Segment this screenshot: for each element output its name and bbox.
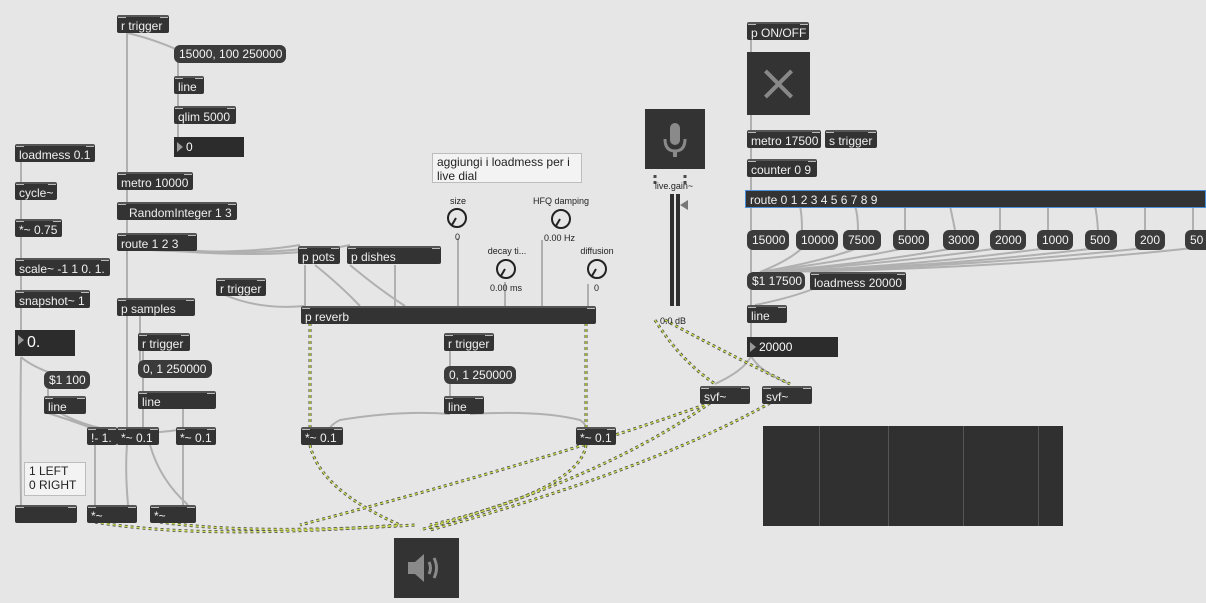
line-b[interactable]: line [444,396,484,414]
dial-hfq-label: HFQ damping [532,196,590,206]
freq-message-5[interactable]: 2000 [990,230,1026,250]
svf-left[interactable]: svf~ [700,386,750,404]
route-0-9[interactable]: route 0 1 2 3 4 5 6 7 8 9 [745,190,1206,208]
p-onoff[interactable]: p ON/OFF [747,22,809,40]
line-a[interactable]: line [138,391,216,409]
freq-message-3[interactable]: 5000 [893,230,929,250]
dac-mul-left[interactable]: *~ [87,505,137,523]
cycle-object[interactable]: cycle~ [15,182,57,200]
freq-message-2[interactable]: 7500 [843,230,881,250]
msg-17500[interactable]: $1 17500 [747,272,805,290]
p-samples[interactable]: p samples [117,298,195,316]
dial-size-label: size [449,196,466,206]
metro-10000[interactable]: metro 10000 [117,172,193,190]
live-gain-label: live.gain~ [654,181,694,191]
dial-size-value: 0 [455,232,461,242]
scale-object[interactable]: scale~ -1 1 0. 1. [15,258,110,276]
s-trigger[interactable]: s trigger [825,130,877,148]
number-box-right[interactable]: 20000 [747,337,838,357]
qlim-object[interactable]: qlim 5000 [174,106,236,124]
p-reverb[interactable]: p reverb [301,306,596,324]
microphone-icon [663,123,687,157]
dial-decay-value: 0.00 ms [490,283,523,293]
line-right[interactable]: line [747,305,787,323]
freq-message-1[interactable]: 10000 [796,230,838,250]
mul-01-a[interactable]: *~ 0.1 [117,427,159,445]
freq-message-6[interactable]: 1000 [1037,230,1073,250]
snapshot-object[interactable]: snapshot~ 1 [15,290,90,308]
live-gain-slider[interactable] [668,194,692,314]
dial-diffusion[interactable] [587,259,607,279]
line-left[interactable]: line [44,396,86,414]
spectroscope[interactable] [763,426,1063,526]
line-top[interactable]: line [174,76,204,94]
left-right-toggle[interactable] [15,505,77,523]
mul-01-b[interactable]: *~ 0.1 [176,427,216,445]
p-dishes[interactable]: p dishes [347,246,441,264]
mul-01-c[interactable]: *~ 0.1 [301,427,343,445]
r-trigger-b[interactable]: r trigger [444,333,494,351]
number-box-top[interactable]: 0 [174,137,244,157]
freq-message-9[interactable]: 50 [1185,230,1206,250]
on-off-toggle[interactable] [747,52,810,115]
freq-message-0[interactable]: 15000 [747,230,789,250]
dial-hfq[interactable] [551,209,571,229]
number-box-left[interactable]: 0. [15,330,75,356]
speaker-icon [408,554,438,582]
dial-size[interactable] [447,208,467,228]
range-message[interactable]: 15000, 100 250000 [174,45,286,63]
freq-message-4[interactable]: 3000 [943,230,979,250]
dial-hfq-value: 0.00 Hz [544,233,576,243]
msg-100[interactable]: $1 100 [44,371,90,389]
random-integer[interactable]: RandomInteger 1 3 [117,202,237,220]
msg-01-250000-b[interactable]: 0, 1 250000 [444,366,516,384]
comment-right: 0 RIGHT [29,478,77,492]
svf-right[interactable]: svf~ [762,386,812,404]
route-123[interactable]: route 1 2 3 [117,233,197,251]
metro-17500[interactable]: metro 17500 [747,130,821,148]
r-trigger-mid[interactable]: r trigger [216,278,266,296]
comment-left: 1 LEFT [29,464,69,478]
dial-diffusion-label: diffusion [580,246,614,256]
counter-object[interactable]: counter 0 9 [747,159,817,177]
mul-01-d[interactable]: *~ 0.1 [576,427,616,445]
loadmess-01[interactable]: loadmess 0.1 [15,144,95,162]
live-gain-meter-right [676,194,680,306]
msg-01-250000-a[interactable]: 0, 1 250000 [138,360,212,378]
dac-mul-right[interactable]: *~ [150,505,196,523]
dial-diffusion-value: 0 [594,283,600,293]
r-trigger-top[interactable]: r trigger [117,15,169,33]
live-gain-meter-left [670,194,674,306]
freq-message-8[interactable]: 200 [1135,230,1165,250]
mul-075[interactable]: *~ 0.75 [15,219,62,237]
loadmess-20000[interactable]: loadmess 20000 [810,272,906,290]
freq-message-7[interactable]: 500 [1085,230,1117,250]
dial-decay-label: decay ti... [487,246,527,256]
live-gain-handle[interactable] [680,200,688,210]
dial-decay[interactable] [496,259,516,279]
adc-input[interactable] [645,109,705,169]
dac-output[interactable] [394,538,459,598]
p-pots[interactable]: p pots [298,246,340,264]
comment-loadmess: aggiungi i loadmess per i live dial [432,153,582,183]
minus-one[interactable]: !- 1. [87,427,117,445]
r-trigger-a[interactable]: r trigger [138,333,190,351]
comment-left-right: 1 LEFT 0 RIGHT [24,462,86,496]
live-gain-value: 0.0 dB [660,316,687,326]
